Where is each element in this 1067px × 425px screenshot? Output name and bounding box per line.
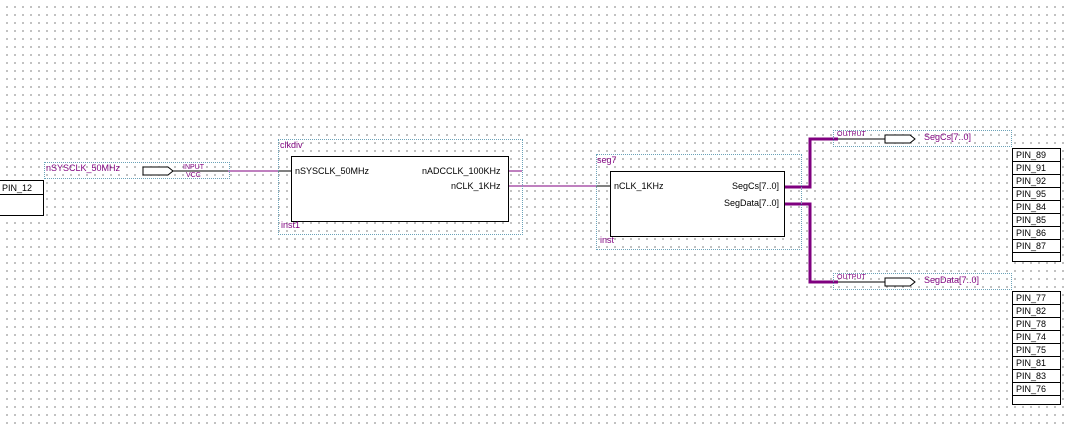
pin-assignment-cell[interactable]: PIN_84 [1012, 200, 1061, 214]
bus-segdata[interactable] [785, 202, 838, 284]
clkdiv-port-in-nsysclk: nSYSCLK_50MHz [295, 166, 370, 176]
input-pin-symbol[interactable] [142, 166, 174, 176]
pin-assignment-cell[interactable] [1012, 395, 1061, 405]
clkdiv-block[interactable] [291, 156, 509, 222]
output-pin-symbol-segdata[interactable] [884, 277, 916, 287]
clkdiv-port-out-nclk: nCLK_1KHz [451, 181, 501, 191]
pin-assignment-cell[interactable]: PIN_86 [1012, 226, 1061, 240]
pin-assignment-cell[interactable]: PIN_81 [1012, 356, 1061, 370]
seg7-port-out-segcs: SegCs[7..0] [732, 181, 780, 191]
clkdiv-instance-label: inst1 [281, 220, 301, 230]
pin-assignment-cell[interactable]: PIN_92 [1012, 174, 1061, 188]
seg7-instance-label: inst [600, 235, 615, 245]
clkdiv-block-name: clkdiv [280, 140, 303, 150]
output-segcs-assignment-table: PIN_89 PIN_91 PIN_92 PIN_95 PIN_84 PIN_8… [1012, 148, 1061, 262]
pin-assignment-cell[interactable]: PIN_91 [1012, 161, 1061, 175]
output-pin-segcs-outline [833, 130, 1012, 147]
pin-assignment-cell[interactable]: PIN_76 [1012, 382, 1061, 396]
pin-assignment-cell[interactable]: PIN_77 [1012, 291, 1061, 305]
pin-assignment-cell[interactable]: PIN_83 [1012, 369, 1061, 383]
pin-assignment-cell[interactable]: PIN_12 [0, 180, 44, 195]
pin-assignment-cell[interactable]: PIN_89 [1012, 148, 1061, 162]
output-pin-segdata-net-label: SegData[7..0] [924, 275, 980, 285]
seg7-port-out-segdata: SegData[7..0] [724, 198, 780, 208]
output-pin-segcs-net-label: SegCs[7..0] [924, 132, 972, 142]
pin-assignment-cell[interactable]: PIN_75 [1012, 343, 1061, 357]
input-pin-default-label: VCC [186, 172, 201, 179]
seg7-block-name: seg7 [597, 155, 617, 165]
pin-assignment-cell[interactable]: PIN_74 [1012, 330, 1061, 344]
input-pin-assignment-table: PIN_12 [0, 180, 44, 216]
output-segdata-assignment-table: PIN_77 PIN_82 PIN_78 PIN_74 PIN_75 PIN_8… [1012, 291, 1061, 405]
clkdiv-outline[interactable] [278, 139, 523, 235]
input-pin-type-label: INPUT [183, 164, 204, 171]
pin-assignment-cell[interactable]: PIN_87 [1012, 239, 1061, 253]
seg7-port-in-nclk: nCLK_1KHz [614, 181, 664, 191]
input-pin-net-label: nSYSCLK_50MHz [46, 163, 121, 173]
pin-assignment-cell[interactable]: PIN_78 [1012, 317, 1061, 331]
output-pin-segdata-type-label: OUTPUT [837, 274, 866, 281]
output-pin-segcs-type-label: OUTPUT [837, 131, 866, 138]
seg7-block[interactable] [610, 171, 785, 237]
pin-assignment-cell[interactable]: PIN_95 [1012, 187, 1061, 201]
pin-assignment-cell[interactable]: PIN_85 [1012, 213, 1061, 227]
pin-assignment-cell[interactable] [1012, 252, 1061, 262]
bus-segcs[interactable] [785, 137, 838, 189]
pin-assignment-cell[interactable]: PIN_82 [1012, 304, 1061, 318]
output-pin-segdata-outline [833, 273, 1012, 290]
pin-assignment-cell[interactable] [0, 194, 44, 216]
seg7-outline[interactable] [596, 154, 802, 250]
clkdiv-port-out-nadcclk: nADCCLK_100KHz [422, 166, 501, 176]
output-pin-symbol-segcs[interactable] [884, 134, 916, 144]
input-pin-outline [44, 162, 230, 179]
